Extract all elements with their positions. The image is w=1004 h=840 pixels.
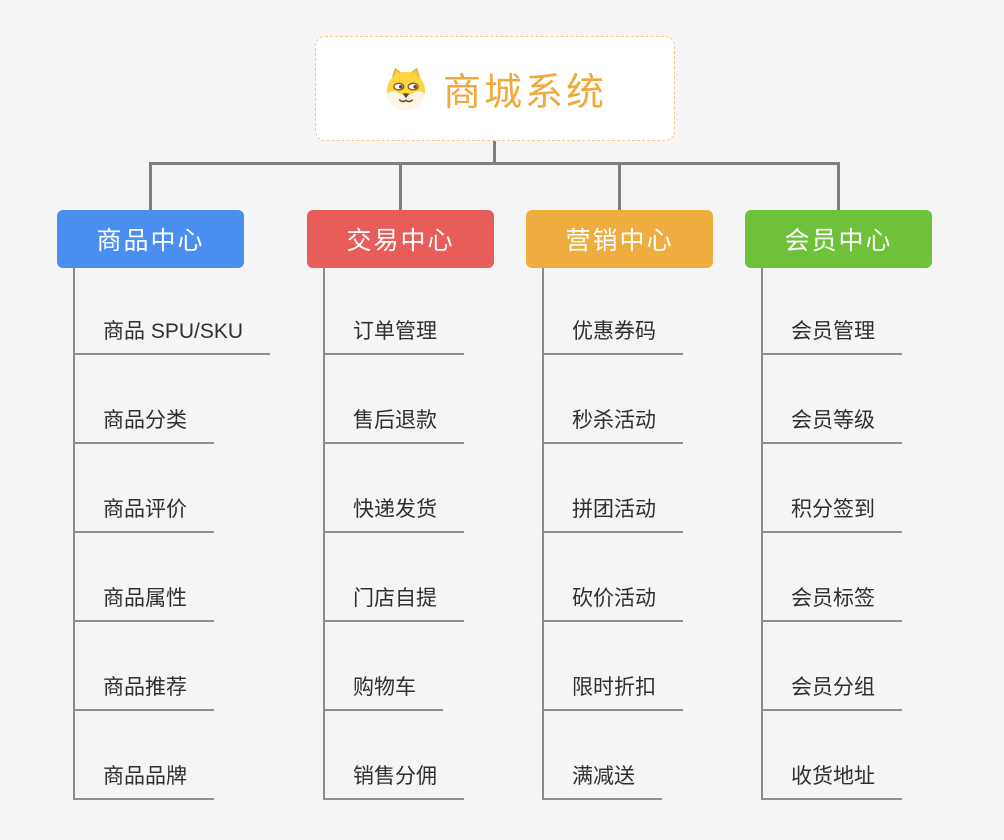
leaf-column-product-center: 商品 SPU/SKU 商品分类 商品评价 商品属性 商品推荐 商品品牌	[73, 266, 271, 800]
connector-bus	[149, 162, 840, 165]
shiba-dog-face-icon	[386, 67, 426, 110]
leaf-node[interactable]: 满减送	[542, 760, 662, 800]
leaf-node[interactable]: 会员标签	[761, 582, 902, 622]
leaf-node[interactable]: 限时折扣	[542, 671, 683, 711]
leaf-node[interactable]: 收货地址	[761, 760, 902, 800]
branch-label: 交易中心	[346, 227, 455, 255]
branch-label: 会员中心	[784, 227, 893, 255]
branch-label: 营销中心	[565, 227, 674, 255]
leaf-node[interactable]: 商品评价	[73, 493, 214, 533]
leaf-node[interactable]: 商品品牌	[73, 760, 214, 800]
leaf-node[interactable]: 商品 SPU/SKU	[73, 315, 271, 355]
branch-label: 商品中心	[96, 227, 205, 255]
leaf-node[interactable]: 门店自提	[323, 582, 464, 622]
leaf-node[interactable]: 会员管理	[761, 315, 902, 355]
leaf-node[interactable]: 会员分组	[761, 671, 902, 711]
leaf-column-member-center: 会员管理 会员等级 积分签到 会员标签 会员分组 收货地址	[761, 266, 902, 800]
root-node-label: 商城系统	[442, 72, 607, 114]
trunk-line-trade-center	[323, 268, 325, 800]
leaf-node[interactable]: 售后退款	[323, 404, 464, 444]
connector-drop-branch-2	[399, 162, 402, 211]
leaf-node[interactable]: 订单管理	[323, 315, 464, 355]
leaf-node[interactable]: 砍价活动	[542, 582, 683, 622]
branch-node-marketing-center[interactable]: 营销中心	[526, 210, 713, 268]
leaf-node[interactable]: 积分签到	[761, 493, 902, 533]
trunk-line-product-center	[73, 268, 75, 800]
branch-node-trade-center[interactable]: 交易中心	[307, 210, 494, 268]
leaf-column-marketing-center: 优惠券码 秒杀活动 拼团活动 砍价活动 限时折扣 满减送	[542, 266, 683, 800]
leaf-column-trade-center: 订单管理 售后退款 快递发货 门店自提 购物车 销售分佣	[323, 266, 464, 800]
leaf-node[interactable]: 购物车	[323, 671, 443, 711]
connector-drop-branch-1	[149, 162, 152, 211]
leaf-node[interactable]: 秒杀活动	[542, 404, 683, 444]
leaf-node[interactable]: 优惠券码	[542, 315, 683, 355]
leaf-node[interactable]: 商品分类	[73, 404, 214, 444]
leaf-node[interactable]: 商品属性	[73, 582, 214, 622]
connector-drop-branch-3	[618, 162, 621, 211]
branch-node-product-center[interactable]: 商品中心	[57, 210, 244, 268]
leaf-node[interactable]: 快递发货	[323, 493, 464, 533]
connector-drop-branch-4	[837, 162, 840, 211]
trunk-line-member-center	[761, 268, 763, 800]
trunk-line-marketing-center	[542, 268, 544, 800]
leaf-node[interactable]: 商品推荐	[73, 671, 214, 711]
leaf-node[interactable]: 会员等级	[761, 404, 902, 444]
root-node-mall-system[interactable]: 商城系统	[315, 36, 675, 141]
connector-root-drop	[493, 140, 496, 165]
branch-node-member-center[interactable]: 会员中心	[745, 210, 932, 268]
leaf-node[interactable]: 拼团活动	[542, 493, 683, 533]
leaf-node[interactable]: 销售分佣	[323, 760, 464, 800]
